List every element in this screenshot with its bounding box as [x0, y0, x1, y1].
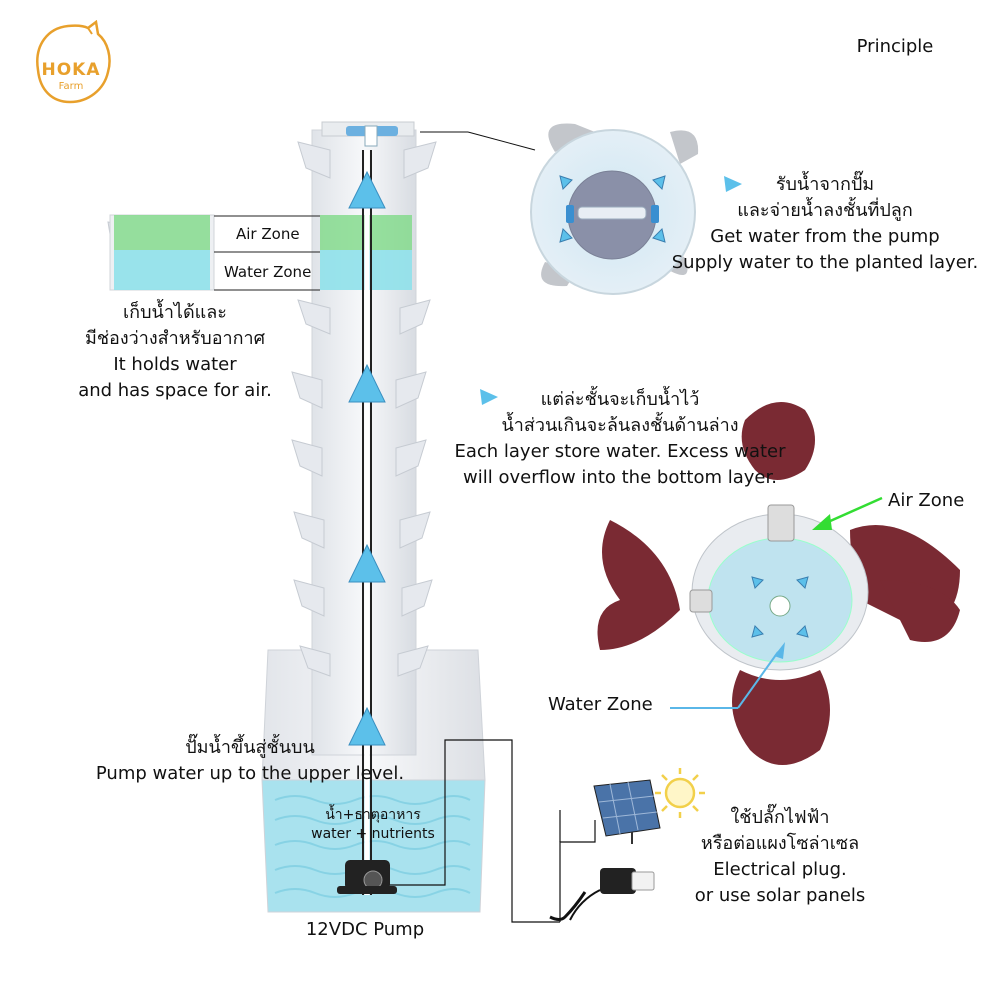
logo-wordmark: HOKA — [41, 60, 101, 80]
cat-outline-icon — [36, 19, 111, 104]
bullet-triangle — [480, 389, 498, 405]
power-th-line1: ใช้ปลั๊กไฟฟ้า — [730, 807, 830, 828]
hold-th-line1: เก็บน้ำได้และ — [123, 302, 227, 323]
overflow-th-line1: แต่ล่ะชั้นจะเก็บน้ำไว้ — [540, 389, 700, 410]
reservoir-th-line: น้ำ+ธาตุอาหาร — [325, 807, 421, 823]
power-en-line1: Electrical plug. — [713, 859, 847, 880]
power-description: ใช้ปลั๊กไฟฟ้า หรือต่อแผงโซล่าเซล Electri… — [660, 805, 900, 909]
power-en-line2: or use solar panels — [694, 885, 866, 906]
pot-air-zone-label: Air Zone — [888, 490, 965, 511]
tower-water-zone-label: Water Zone — [224, 263, 312, 281]
hold-en-line1: It holds water — [113, 354, 237, 375]
air-zone-fill-left — [114, 215, 210, 250]
logo-subtitle: Farm — [58, 81, 84, 92]
tower-air-zone-label: Air Zone — [236, 225, 300, 243]
hoka-farm-logo: HOKA Farm — [30, 19, 112, 106]
distribution-th-line1: รับน้ำจากปั๊ม — [775, 174, 875, 195]
pump-th-line: ปั๊มน้ำขึ้นสู่ชั้นบน — [185, 737, 315, 758]
hold-en-line2: and has space for air. — [78, 380, 272, 401]
distribution-disc — [420, 123, 699, 295]
reservoir-en-line: water + nutrients — [311, 826, 435, 842]
pot-water-zone-label: Water Zone — [548, 694, 653, 715]
power-wiring — [390, 739, 596, 923]
pump-body — [337, 860, 397, 894]
sun-icon — [655, 768, 705, 818]
solar-panel-icon — [593, 779, 661, 844]
distribution-description: รับน้ำจากปั๊ม และจ่ายน้ำลงชั้นที่ปลูก Ge… — [650, 172, 1000, 276]
pump-description: ปั๊มน้ำขึ้นสู่ชั้นบน Pump water up to th… — [80, 735, 420, 787]
water-zone-pointer — [670, 642, 785, 709]
reservoir-label: น้ำ+ธาตุอาหาร water + nutrients — [303, 806, 443, 844]
pump-label: 12VDC Pump — [305, 919, 425, 940]
hold-th-line2: มีช่องว่างสำหรับอากาศ — [84, 328, 266, 349]
lettuce-pot — [597, 402, 960, 765]
distribution-th-line2: และจ่ายน้ำลงชั้นที่ปลูก — [737, 200, 913, 221]
overflow-description: แต่ล่ะชั้นจะเก็บน้ำไว้ น้ำส่วนเกินจะล้นล… — [430, 387, 810, 491]
power-th-line2: หรือต่อแผงโซล่าเซล — [700, 833, 860, 854]
hold-description: เก็บน้ำได้และ มีช่องว่างสำหรับอากาศ It h… — [40, 300, 310, 404]
bullet-triangle — [724, 176, 742, 192]
power-adapter-icon — [549, 868, 655, 921]
upward-flow-arrows — [348, 170, 386, 746]
overflow-en-line1: Each layer store water. Excess water — [454, 441, 786, 462]
distribution-en-line2: Supply water to the planted layer. — [671, 252, 979, 273]
water-zone-fill-left — [114, 250, 210, 290]
pump-en-line: Pump water up to the upper level. — [95, 763, 405, 784]
distribution-en-line1: Get water from the pump — [710, 226, 940, 247]
page-title: Principle — [856, 36, 934, 57]
overflow-en-line2: will overflow into the bottom layer. — [463, 467, 777, 488]
feed-pipe — [362, 150, 372, 895]
air-zone-pointer — [812, 496, 883, 530]
overflow-th-line2: น้ำส่วนเกินจะล้นลงชั้นด้านล่าง — [501, 415, 739, 436]
